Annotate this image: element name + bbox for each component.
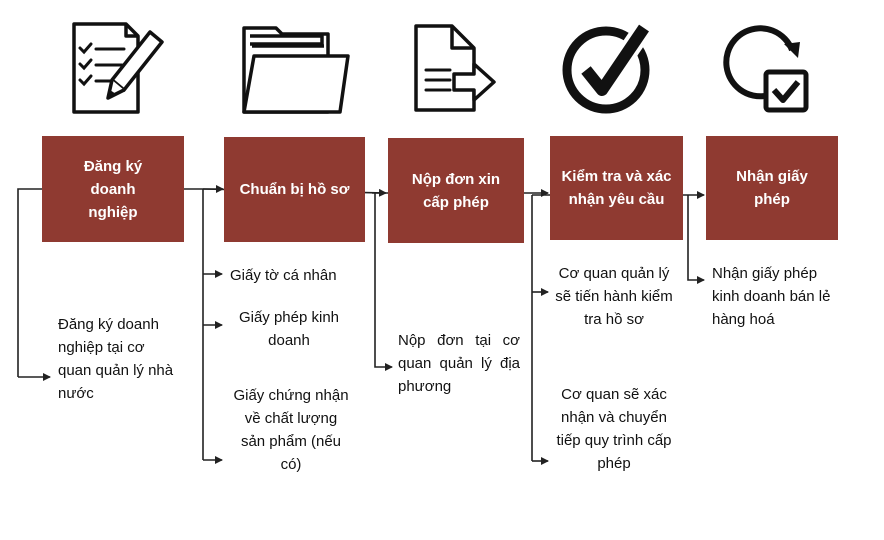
step2-detail-3: Giấy chứng nhận về chất lượng sản phẩm (… [233,387,349,473]
step4-detail-2: Cơ quan sẽ xác nhận và chuyển tiếp quy t… [556,386,672,472]
step1-detail: Đăng ký doanh nghiệp tại cơ quan quản lý… [58,316,174,402]
step-box-5: Nhận giấy phép [706,136,838,240]
refresh-checkbox-icon [723,25,809,113]
checkmark-circle-icon [562,22,653,114]
step-box-4: Kiểm tra và xác nhận yêu cầu [550,136,683,240]
folder-icon [242,26,350,114]
step-title-4: Kiểm tra và xác nhận yêu cầu [561,168,672,208]
step-title-1: Đăng ký doanh nghiệp [83,157,143,221]
step2-detail-1: Giấy tờ cá nhân [230,267,337,284]
document-send-icon [414,24,496,112]
step-title-5: Nhận giấy phép [736,168,808,208]
step4-detail-1: Cơ quan quản lý sẽ tiến hành kiểm tra hồ… [555,265,673,328]
step-box-1: Đăng ký doanh nghiệp [42,136,184,242]
step-box-2: Chuẩn bị hồ sơ [224,137,365,242]
step5-detail: Nhận giấy phép kinh doanh bán lẻ hàng ho… [712,265,831,328]
step-title-2: Chuẩn bị hồ sơ [239,181,350,198]
step2-detail-2: Giấy phép kinh doanh [238,309,340,349]
step-title-3: Nộp đơn xin cấp phép [411,170,501,211]
branch-line-5 [687,195,705,284]
branch-line-3 [374,193,393,371]
checklist-pen-icon [72,22,164,114]
step3-detail: Nộp đơn tại cơ quan quản lý địa phương [398,332,520,395]
step-box-3: Nộp đơn xin cấp phép [388,138,524,243]
